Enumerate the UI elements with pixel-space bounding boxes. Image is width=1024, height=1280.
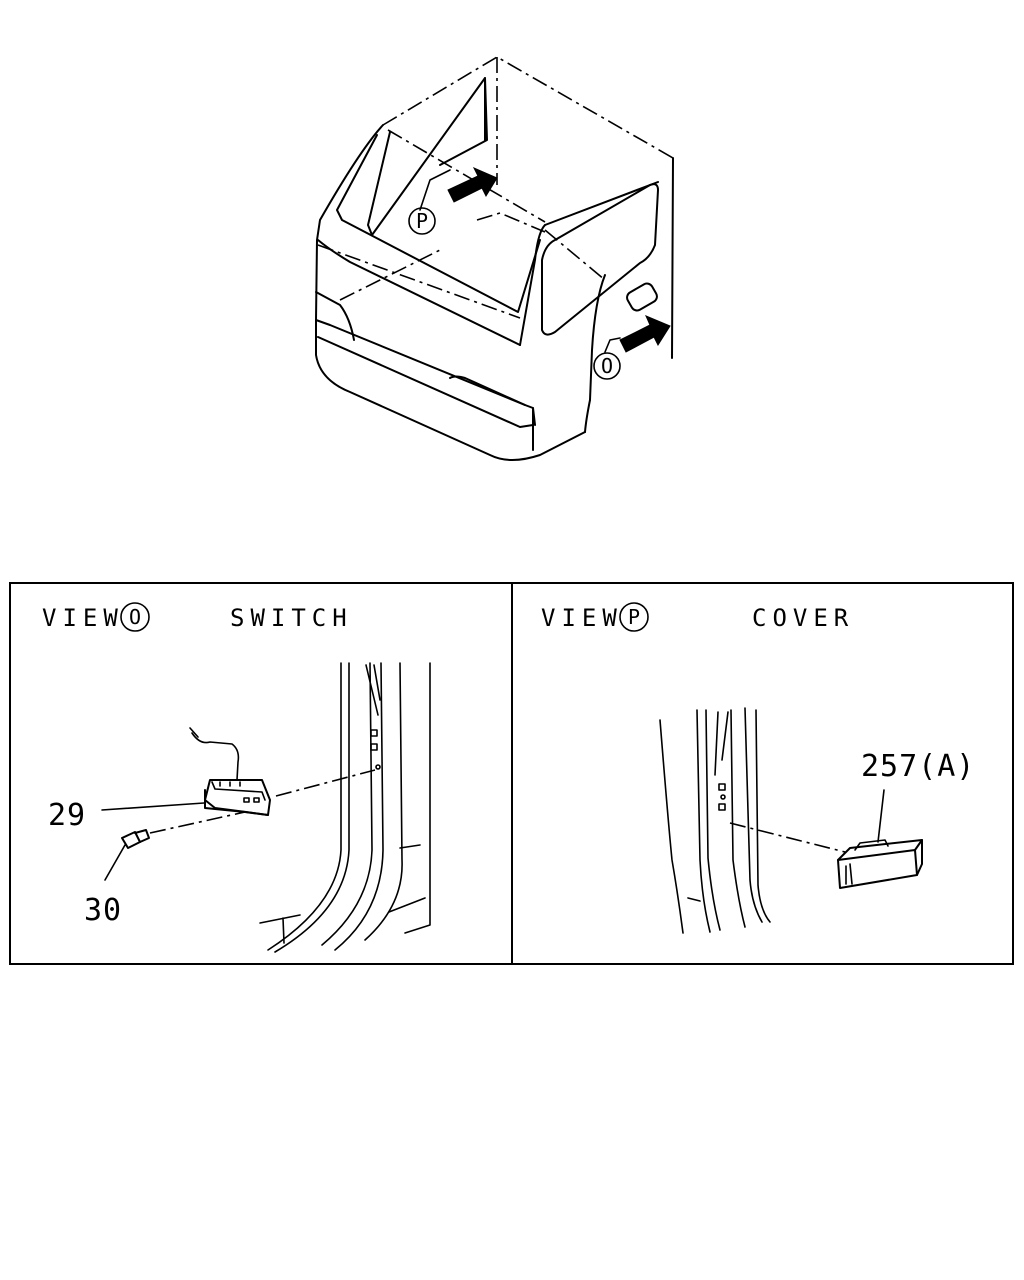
truck-cab-illustration: P O: [315, 56, 674, 461]
panel-view-o-title: SWITCH: [230, 604, 353, 632]
panel-view-o-view-word: VIEW: [42, 604, 124, 632]
detail-frame: [9, 582, 1014, 965]
panel-view-o: VIEW O SWITCH 29: [42, 602, 431, 953]
panel-view-p: VIEW P COVER 257(A): [541, 602, 975, 934]
callout-o-label: O: [601, 354, 613, 378]
callout-30: 30: [84, 893, 122, 928]
callout-29: 29: [48, 798, 86, 833]
callout-p-label: P: [416, 209, 428, 233]
panel-view-p-title: COVER: [752, 604, 854, 632]
panel-view-o-letter: O: [129, 605, 141, 629]
panel-view-p-view-word: VIEW: [541, 604, 623, 632]
callout-257a: 257(A): [861, 749, 975, 784]
panel-view-p-letter: P: [628, 605, 640, 629]
